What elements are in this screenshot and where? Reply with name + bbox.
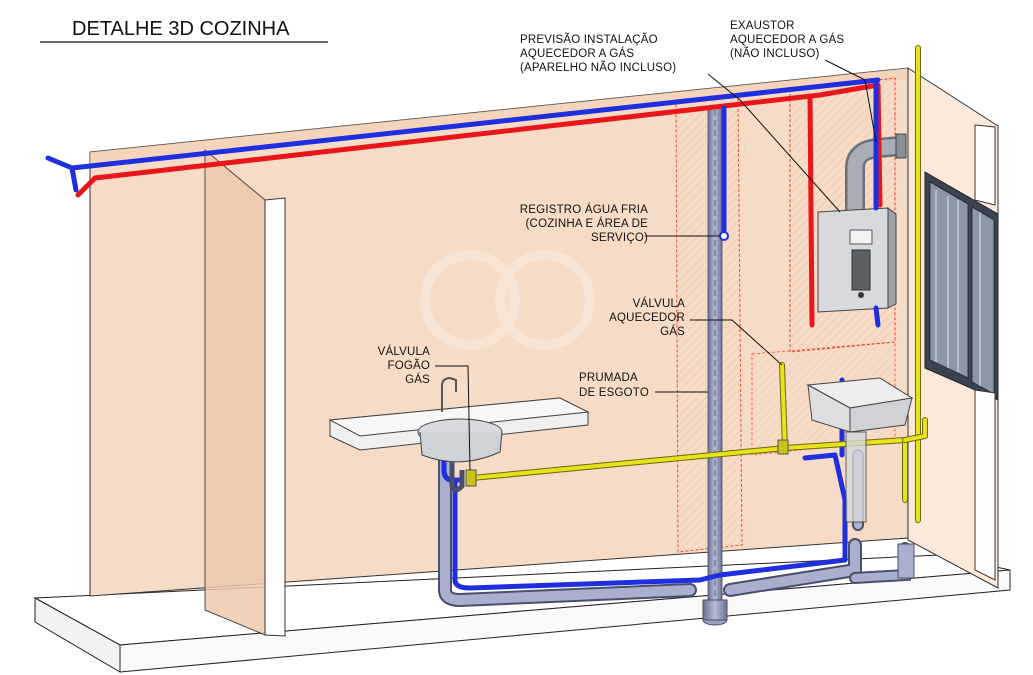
heater-gas-valve xyxy=(777,439,789,455)
cold-water-register xyxy=(719,231,729,241)
label-exaustor-line3: (NÃO INCLUSO) xyxy=(730,47,820,60)
label-aquecedor-line3: (APARELHO NÃO INCLUSO) xyxy=(520,61,676,74)
gas-pipe xyxy=(469,45,928,523)
gas-water-heater xyxy=(817,207,897,313)
label-prumada-line2: DE ESGOTO xyxy=(579,387,649,399)
label-exaustor-line1: EXAUSTOR xyxy=(730,20,795,32)
side-wall xyxy=(907,67,999,589)
partition-wall xyxy=(204,148,286,637)
stove-gas-valve xyxy=(465,469,477,487)
label-exaustor-line2: AQUECEDOR A GÁS xyxy=(730,33,844,46)
label-registro-line3: SERVIÇO) xyxy=(591,232,648,244)
laundry-tank xyxy=(806,377,914,523)
label-prumada-line1: PRUMADA xyxy=(579,372,638,384)
label-valvula-fogao: VÁLVULA FOGÃO GÁS xyxy=(378,345,430,386)
label-valvula-fogao-line3: GÁS xyxy=(405,373,430,386)
label-registro-line2: (COZINHA E ÁREA DE xyxy=(526,217,649,230)
sewer-stack xyxy=(702,107,728,626)
leader-lines xyxy=(435,59,877,471)
label-valvula-fogao-line2: FOGÃO xyxy=(387,359,430,372)
kitchen-countertop xyxy=(328,376,590,493)
label-valvula-aquecedor-line2: AQUECEDOR xyxy=(609,312,685,324)
label-aquecedor-line2: AQUECEDOR A GÁS xyxy=(520,47,634,60)
label-valvula-aquecedor-line3: GÁS xyxy=(660,325,685,338)
label-valvula-aquecedor-line1: VÁLVULA xyxy=(633,297,685,310)
label-registro: REGISTRO ÁGUA FRIA (COZINHA E ÁREA DE SE… xyxy=(520,203,648,244)
floor-drain xyxy=(897,543,915,579)
cold-water-pipe xyxy=(45,77,881,591)
diagram-title: DETALHE 3D COZINHA xyxy=(72,18,290,40)
label-aquecedor-line1: PREVISÃO INSTALAÇÃO xyxy=(520,33,658,46)
watermark xyxy=(420,250,595,350)
label-valvula-fogao-line1: VÁLVULA xyxy=(378,345,430,358)
label-prumada: PRUMADA DE ESGOTO xyxy=(579,372,649,399)
label-aquecedor: PREVISÃO INSTALAÇÃO AQUECEDOR A GÁS (APA… xyxy=(520,33,676,74)
label-registro-line1: REGISTRO ÁGUA FRIA xyxy=(520,203,648,216)
label-valvula-aquecedor: VÁLVULA AQUECEDOR GÁS xyxy=(609,297,685,338)
label-exaustor: EXAUSTOR AQUECEDOR A GÁS (NÃO INCLUSO) xyxy=(730,20,844,60)
